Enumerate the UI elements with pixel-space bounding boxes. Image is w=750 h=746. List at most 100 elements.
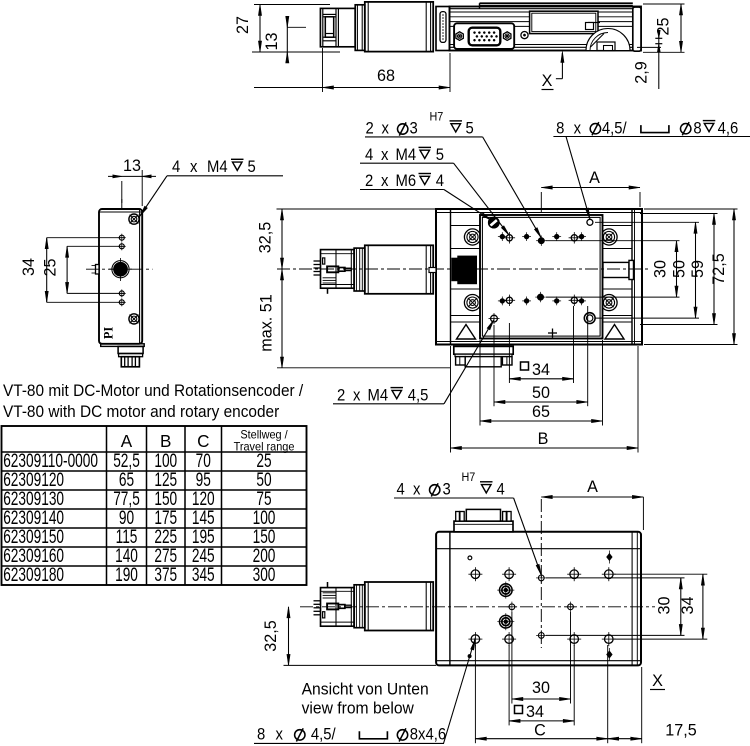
svg-text:25: 25 xyxy=(40,259,59,277)
svg-text:200: 200 xyxy=(253,545,276,567)
svg-text:125: 125 xyxy=(154,469,177,491)
svg-text:8x4,6: 8x4,6 xyxy=(410,726,447,744)
svg-text:275: 275 xyxy=(154,545,177,567)
svg-text:13: 13 xyxy=(123,156,141,175)
svg-text:x: x xyxy=(190,158,198,176)
svg-text:100: 100 xyxy=(154,450,177,472)
svg-text:C: C xyxy=(197,431,209,452)
svg-text:2: 2 xyxy=(365,173,373,191)
svg-text:27: 27 xyxy=(233,16,252,34)
svg-text:30: 30 xyxy=(532,678,550,697)
svg-text:4: 4 xyxy=(397,481,406,499)
svg-text:62309140: 62309140 xyxy=(3,507,64,529)
svg-text:75: 75 xyxy=(256,488,271,510)
svg-text:50: 50 xyxy=(532,383,550,402)
svg-text:M4: M4 xyxy=(368,387,389,405)
svg-text:145: 145 xyxy=(192,507,215,529)
svg-text:50: 50 xyxy=(256,469,271,491)
svg-text:150: 150 xyxy=(253,526,276,548)
svg-text:34: 34 xyxy=(532,360,550,379)
svg-text:VT-80 with DC motor and rotary: VT-80 with DC motor and rotary encoder xyxy=(3,404,279,421)
svg-text:x: x xyxy=(381,146,389,164)
svg-text:8: 8 xyxy=(556,120,565,138)
svg-text:95: 95 xyxy=(196,469,211,491)
svg-text:62309180: 62309180 xyxy=(3,564,64,586)
svg-text:4: 4 xyxy=(436,173,445,191)
svg-text:72,5: 72,5 xyxy=(709,253,728,284)
svg-text:8: 8 xyxy=(257,726,266,744)
svg-text:X: X xyxy=(542,71,553,90)
svg-text:4: 4 xyxy=(497,481,506,499)
svg-text:A: A xyxy=(121,431,133,452)
svg-text:Travel range: Travel range xyxy=(234,441,295,453)
svg-text:62309120: 62309120 xyxy=(3,469,64,491)
svg-text:PI: PI xyxy=(101,327,115,339)
svg-text:25: 25 xyxy=(653,18,672,36)
svg-text:245: 245 xyxy=(192,545,215,567)
svg-text:62309110-0000: 62309110-0000 xyxy=(3,450,98,472)
svg-text:140: 140 xyxy=(115,545,138,567)
svg-text:70: 70 xyxy=(196,450,211,472)
svg-text:100: 100 xyxy=(253,507,276,529)
svg-text:375: 375 xyxy=(154,564,177,586)
svg-text:4,5/: 4,5/ xyxy=(602,120,627,138)
svg-text:Ansicht von Unten: Ansicht von Unten xyxy=(302,680,429,698)
svg-text:H7: H7 xyxy=(430,111,444,124)
svg-text:x: x xyxy=(276,726,284,744)
svg-text:13: 13 xyxy=(262,33,281,51)
svg-text:x: x xyxy=(413,481,421,499)
svg-text:52,5: 52,5 xyxy=(113,450,140,472)
svg-text:A: A xyxy=(589,168,601,187)
svg-text:3: 3 xyxy=(410,120,419,138)
svg-text:4,5/: 4,5/ xyxy=(311,726,336,744)
svg-text:4: 4 xyxy=(365,146,374,164)
svg-text:300: 300 xyxy=(253,564,276,586)
svg-text:max. 51: max. 51 xyxy=(256,294,275,351)
svg-text:A: A xyxy=(587,477,599,496)
svg-text:B: B xyxy=(538,429,549,448)
svg-text:59: 59 xyxy=(688,260,707,278)
svg-text:4,5: 4,5 xyxy=(408,387,429,405)
svg-text:50: 50 xyxy=(669,260,688,278)
svg-text:4,6: 4,6 xyxy=(718,120,739,138)
svg-text:150: 150 xyxy=(154,488,177,510)
svg-text:190: 190 xyxy=(115,564,138,586)
svg-text:175: 175 xyxy=(154,507,177,529)
svg-text:H7: H7 xyxy=(462,472,476,485)
svg-text:x: x xyxy=(574,120,582,138)
svg-text:34: 34 xyxy=(19,258,38,276)
svg-text:x: x xyxy=(353,387,361,405)
svg-text:4: 4 xyxy=(172,158,181,176)
svg-text:x: x xyxy=(382,120,390,138)
svg-text:VT-80 mit DC-Motor und Rotatio: VT-80 mit DC-Motor und Rotationsencoder … xyxy=(3,383,304,400)
svg-text:65: 65 xyxy=(119,469,134,491)
svg-text:62309130: 62309130 xyxy=(3,488,64,510)
svg-text:B: B xyxy=(160,431,171,452)
svg-text:M4: M4 xyxy=(396,146,417,164)
svg-text:Stellweg /: Stellweg / xyxy=(240,429,288,441)
svg-text:30: 30 xyxy=(654,597,673,615)
svg-text:8: 8 xyxy=(693,120,702,138)
svg-text:34: 34 xyxy=(678,597,697,615)
svg-text:77,5: 77,5 xyxy=(113,488,140,510)
svg-text:68: 68 xyxy=(377,66,395,85)
svg-text:X: X xyxy=(652,671,663,690)
svg-text:5: 5 xyxy=(248,158,257,176)
svg-text:62309150: 62309150 xyxy=(3,526,64,548)
svg-text:25: 25 xyxy=(256,450,271,472)
svg-text:32,5: 32,5 xyxy=(261,620,280,651)
svg-text:34: 34 xyxy=(526,702,544,721)
svg-text:5: 5 xyxy=(466,120,475,138)
svg-text:5: 5 xyxy=(436,146,445,164)
svg-text:3: 3 xyxy=(443,481,452,499)
svg-text:M6: M6 xyxy=(396,173,417,191)
svg-text:view from below: view from below xyxy=(302,699,415,717)
svg-text:2,9: 2,9 xyxy=(631,61,650,83)
svg-text:30: 30 xyxy=(650,260,669,278)
svg-text:2: 2 xyxy=(366,120,374,138)
svg-text:62309160: 62309160 xyxy=(3,545,64,567)
svg-text:65: 65 xyxy=(532,402,550,421)
svg-text:32,5: 32,5 xyxy=(255,222,274,253)
svg-text:C: C xyxy=(534,720,546,739)
svg-text:90: 90 xyxy=(119,507,134,529)
